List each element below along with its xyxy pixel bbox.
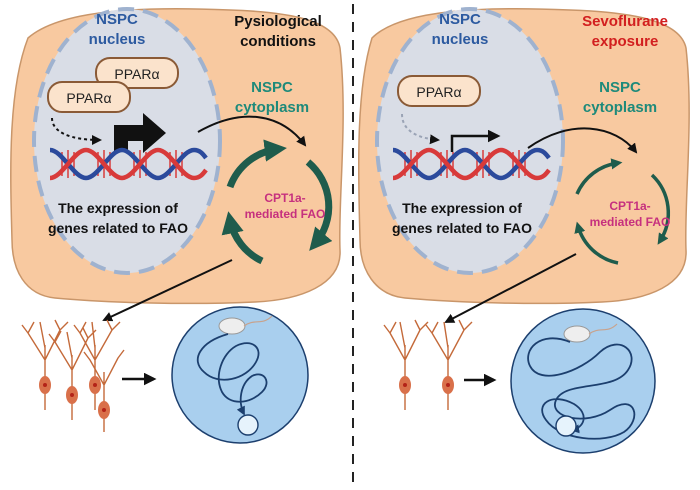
ppar-binding-arrow-left (51, 117, 102, 145)
ppar-label-top-left: PPARα (114, 66, 159, 82)
ppar-box-bottom-left (47, 81, 131, 113)
ppar-label-right: PPARα (416, 84, 461, 100)
cycle-to-neurons-arrow-left (102, 259, 233, 322)
cytoplasm-label-right-2: cytoplasm (583, 99, 657, 116)
condition-label-left-2: conditions (240, 33, 316, 50)
expression-text-left-1: The expression of (58, 200, 178, 216)
transcription-arrow-left (114, 113, 166, 153)
condition-label-right-1: Sevoflurane (582, 13, 668, 30)
expression-text-right-1: The expression of (402, 200, 522, 216)
nucleus-label-left-1: NSPC (96, 11, 138, 28)
expression-text-right-2: genes related to FAO (392, 220, 532, 236)
cytoplasm-label-right-1: NSPC (599, 79, 641, 96)
nucleus-label-right-2: nucleus (432, 31, 489, 48)
neuron-cluster-icon (383, 319, 473, 410)
mouse-icon (563, 325, 591, 343)
ppar-binding-arrow-right (401, 113, 440, 145)
nucleus-to-cytoplasm-arrow-left (197, 115, 307, 147)
right-panel: NSPC nucleus Sevoflurane exposure PPARα … (357, 7, 690, 454)
condition-label-left-1: Pysiological (234, 13, 322, 30)
fao-label-right-1: CPT1a- (609, 199, 650, 213)
ppar-label-bottom-left: PPARα (66, 90, 111, 106)
mouse-icon (218, 317, 246, 335)
cytoplasm-label-left-2: cytoplasm (235, 99, 309, 116)
dna-helix-icon (392, 147, 551, 181)
swim-path-left (196, 333, 268, 416)
condition-label-right-2: exposure (592, 33, 659, 50)
fao-label-left-2: mediated FAO (245, 207, 326, 221)
ppar-box-top-left (95, 57, 179, 89)
mouse-tail (588, 323, 618, 335)
nucleus-to-cytoplasm-arrow-right (527, 127, 638, 154)
nucleus-label-left-2: nucleus (89, 31, 146, 48)
cytoplasm-label-left-1: NSPC (251, 79, 293, 96)
water-maze-icon (171, 306, 309, 444)
dna-helix-icon (49, 147, 208, 181)
ppar-box-right (397, 75, 481, 107)
left-panel: NSPC nucleus Pysiological conditions PPA… (10, 7, 344, 444)
platform-icon (555, 415, 577, 437)
cycle-to-neurons-arrow-right (444, 253, 577, 323)
neuron-cluster-icon (21, 319, 125, 432)
transcription-arrow-right (450, 129, 501, 152)
fao-label-left-1: CPT1a- (264, 191, 305, 205)
cycle-arrows-icon (574, 158, 671, 265)
cycle-arrows-icon (221, 139, 333, 265)
nucleus-label-right-1: NSPC (439, 11, 481, 28)
mouse-tail (243, 315, 273, 327)
platform-icon (237, 414, 259, 436)
fao-label-right-2: mediated FAO (590, 215, 671, 229)
expression-text-left-2: genes related to FAO (48, 220, 188, 236)
